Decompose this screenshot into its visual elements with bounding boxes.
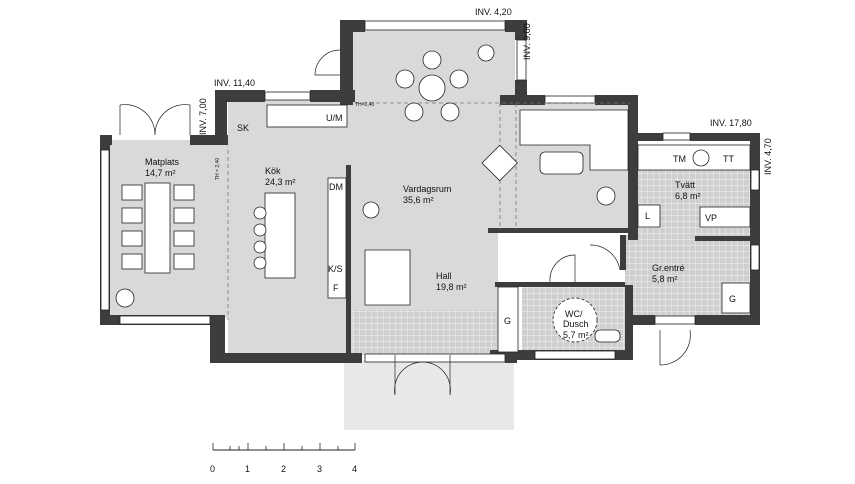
- fixture-sk: SK: [237, 123, 249, 133]
- windows: [100, 20, 760, 363]
- scale-tick-3: 3: [317, 464, 322, 474]
- scale-bar: 0 1 2 3 4: [210, 443, 357, 474]
- room-wc-area: 5,7 m²: [563, 330, 589, 340]
- room-hall-area: 19,8 m²: [436, 282, 467, 292]
- fixture-vp: VP: [705, 213, 717, 223]
- fixture-dm: DM: [329, 182, 343, 192]
- dimension-labels: INV. 4,20 INV. 9,00 INV. 11,40 INV. 7,00…: [198, 7, 773, 180]
- fixture-f: F: [333, 283, 339, 293]
- room-tvatt-area: 6,8 m²: [675, 191, 701, 201]
- fixture-g1: G: [504, 316, 511, 326]
- fixture-l: L: [645, 211, 650, 221]
- room-labels: Matplats 14,7 m² Kök 24,3 m² Vardagsrum …: [145, 157, 701, 340]
- room-wc: WC/: [565, 309, 583, 319]
- room-tvatt: Tvätt: [675, 180, 696, 190]
- furniture: [115, 44, 751, 353]
- room-vardagsrum: Vardagsrum: [403, 184, 451, 194]
- room-grentre-area: 5,8 m²: [652, 274, 678, 284]
- scale-tick-0: 0: [210, 464, 215, 474]
- fixture-tm: TM: [673, 154, 686, 164]
- scale-tick-4: 4: [352, 464, 357, 474]
- inv-700: INV. 7,00: [198, 98, 208, 135]
- doors[interactable]: [119, 49, 691, 396]
- inv-1780: INV. 17,80: [710, 118, 752, 128]
- room-matplats-area: 14,7 m²: [145, 168, 176, 178]
- fixture-labels: SK U/M DM K/S F G G TM TT L VP: [237, 113, 736, 326]
- room-wc-dusch: Dusch: [563, 319, 589, 329]
- inv-900: INV. 9,00: [522, 23, 532, 60]
- room-kok-area: 24,3 m²: [265, 177, 296, 187]
- inv-420: INV. 4,20: [475, 7, 512, 17]
- inv-1140: INV. 11,40: [214, 78, 255, 88]
- fixture-tt: TT: [723, 154, 734, 164]
- th-label-2: TH = 2,40: [215, 158, 221, 180]
- inv-470: INV. 4,70: [763, 138, 773, 175]
- room-matplats: Matplats: [145, 157, 180, 167]
- fixture-um: U/M: [326, 113, 343, 123]
- room-vardagsrum-area: 35,6 m²: [403, 195, 434, 205]
- room-grentre: Gr.entré: [652, 263, 685, 273]
- th-label-1: TH=2,40: [355, 102, 375, 108]
- fixture-g2: G: [729, 294, 736, 304]
- room-kok: Kök: [265, 166, 281, 176]
- scale-tick-2: 2: [281, 464, 286, 474]
- fixture-ks: K/S: [328, 264, 343, 274]
- room-hall: Hall: [436, 271, 452, 281]
- scale-tick-1: 1: [245, 464, 250, 474]
